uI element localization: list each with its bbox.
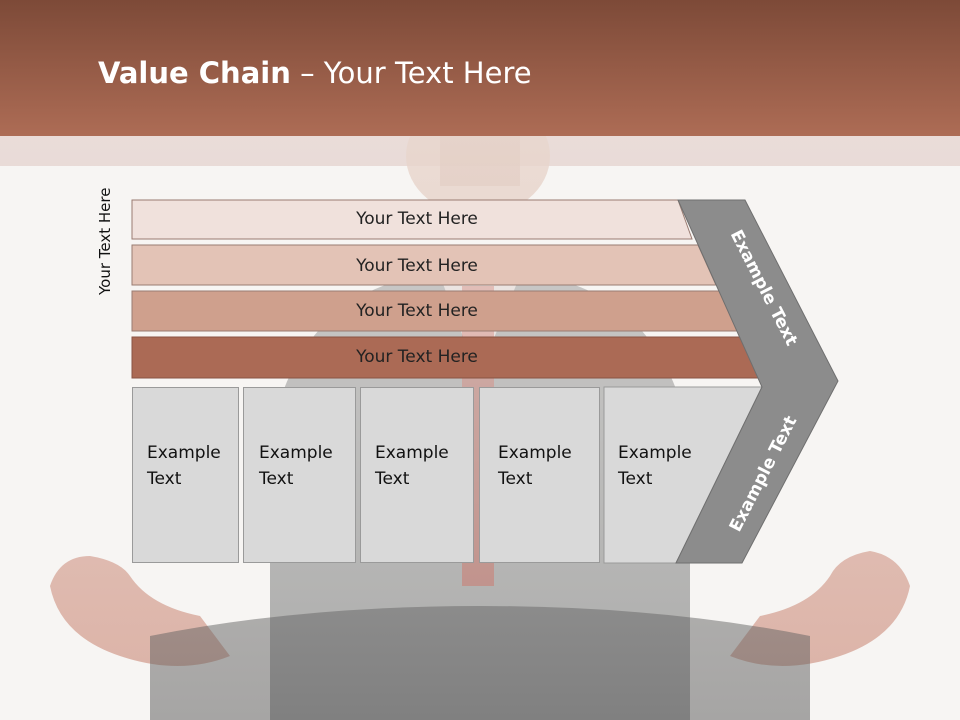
- column-3: [360, 387, 474, 563]
- column-4-line1: Example: [498, 443, 572, 463]
- column-4-text: Example Text: [498, 440, 572, 492]
- row-1-shape: [131, 199, 693, 240]
- column-3-line1: Example: [375, 443, 449, 463]
- column-4: [479, 387, 600, 563]
- row-1-label: Your Text Here: [356, 209, 478, 229]
- column-3-line2: Text: [375, 469, 410, 489]
- column-5-line2: Text: [618, 469, 653, 489]
- column-5-line1: Example: [618, 443, 692, 463]
- row-2-label: Your Text Here: [356, 256, 478, 276]
- column-1-line2: Text: [147, 469, 182, 489]
- title-rest: – Your Text Here: [290, 56, 532, 90]
- title-bold: Value Chain: [98, 56, 291, 90]
- header-bar: [0, 0, 960, 136]
- column-1: [132, 387, 239, 563]
- column-2-line2: Text: [259, 469, 294, 489]
- column-4-line2: Text: [498, 469, 533, 489]
- column-2-line1: Example: [259, 443, 333, 463]
- row-4-label: Your Text Here: [356, 347, 478, 367]
- column-3-text: Example Text: [375, 440, 449, 492]
- columns-reflection: [0, 563, 960, 720]
- slide-title: Value Chain – Your Text Here: [98, 56, 532, 90]
- column-2-text: Example Text: [259, 440, 333, 492]
- column-1-line1: Example: [147, 443, 221, 463]
- column-5-text: Example Text: [618, 440, 692, 492]
- column-2: [243, 387, 356, 563]
- chevron-shape: [675, 199, 839, 564]
- row-3-label: Your Text Here: [356, 301, 478, 321]
- column-1-text: Example Text: [147, 440, 221, 492]
